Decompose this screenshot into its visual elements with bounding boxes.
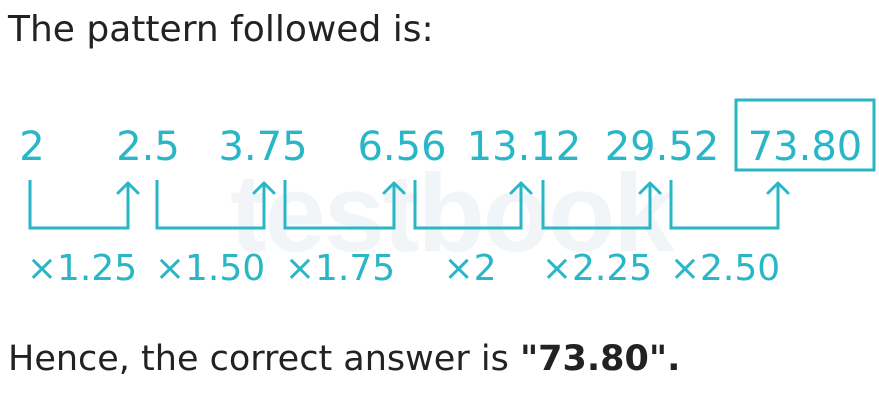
sequence-term: 6.56 (357, 124, 446, 170)
connector-line (541, 180, 652, 230)
arrow-head-icon (382, 181, 406, 195)
multiplier-label: ×2.50 (670, 248, 780, 289)
testbook-watermark: testbook (230, 152, 674, 275)
arrow-head-icon (509, 181, 533, 195)
sequence-term: 73.80 (748, 124, 863, 170)
multiplier-label: ×2.25 (542, 248, 652, 289)
arrow-head-icon (252, 181, 276, 195)
arrow-head-icon (116, 181, 140, 195)
sequence-term: 2 (19, 124, 44, 170)
connector-line (283, 180, 396, 230)
sequence-term: 13.12 (467, 124, 582, 170)
answer-box (734, 98, 876, 172)
arrow-head-icon (766, 181, 790, 195)
multiplier-label: ×1.75 (285, 248, 395, 289)
sequence-term: 3.75 (218, 124, 307, 170)
connector-line (413, 180, 523, 230)
answer-prefix: Hence, the correct answer is (8, 339, 520, 379)
arrow-head-icon (638, 181, 662, 195)
connector-line (669, 180, 780, 230)
multiplier-label: ×1.50 (155, 248, 265, 289)
multiplier-label: ×2 (443, 248, 496, 289)
sequence-term: 29.52 (605, 124, 720, 170)
sequence-term: 2.5 (116, 124, 180, 170)
connector-line (155, 180, 266, 230)
answer-line: Hence, the correct answer is "73.80". (8, 338, 680, 380)
connector-line (28, 180, 130, 230)
answer-value: "73.80". (519, 339, 681, 379)
intro-text: The pattern followed is: (8, 9, 434, 50)
multiplier-label: ×1.25 (27, 248, 137, 289)
